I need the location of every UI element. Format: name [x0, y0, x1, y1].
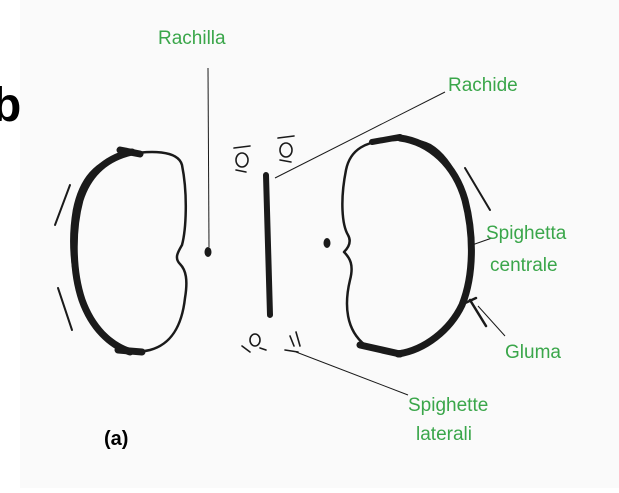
leader-rachilla	[208, 68, 209, 247]
right-grain-shading	[398, 138, 471, 354]
left-glume-upper	[55, 185, 70, 225]
label-gluma: Gluma	[505, 342, 561, 364]
left-glume-lower	[58, 288, 72, 330]
rachis-bar	[266, 175, 270, 315]
rachilla-dot-right	[324, 238, 331, 248]
label-spighetta-centrale-line2: centrale	[490, 255, 558, 277]
label-spighette-laterali-line1: Spighette	[408, 395, 488, 417]
label-spighette-laterali-line2: laterali	[416, 424, 472, 446]
label-rachide: Rachide	[448, 75, 518, 97]
right-glume-lower	[470, 300, 486, 326]
label-spighetta-centrale-line1: Spighetta	[486, 223, 566, 245]
label-rachilla: Rachilla	[158, 28, 226, 50]
leader-rachide	[275, 92, 445, 178]
leader-spighette-laterali	[296, 352, 408, 395]
rachilla-dot-left	[205, 247, 212, 257]
lower-lateral-spikelets	[242, 332, 300, 352]
panel-caption: (a)	[104, 428, 128, 451]
upper-lateral-spikelets	[234, 136, 294, 172]
